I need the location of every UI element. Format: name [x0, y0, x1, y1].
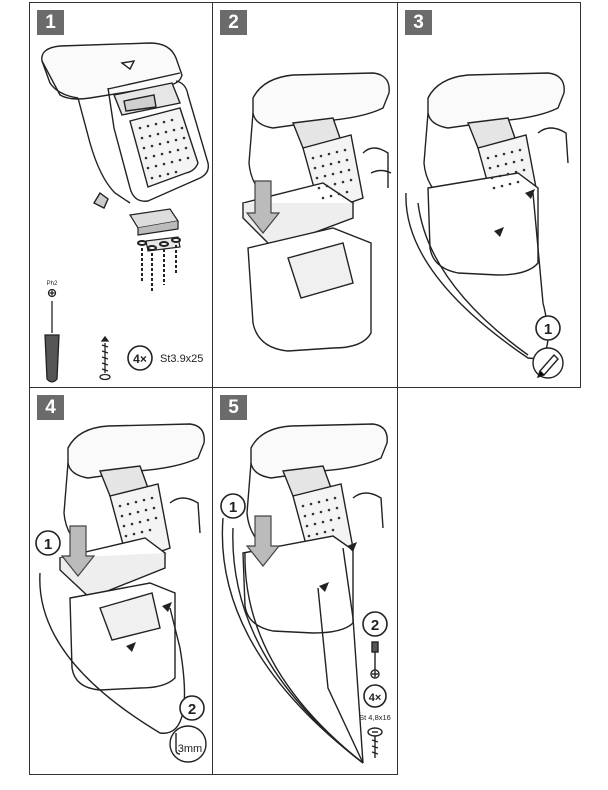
- marker-arrow-icon: [126, 602, 172, 652]
- screws: [137, 237, 181, 291]
- quantity-badge: 4×: [363, 684, 387, 708]
- armrest-illustration: [405, 72, 569, 360]
- armrest-illustration: [241, 72, 392, 352]
- perforation-dots: [486, 148, 526, 190]
- bolt-icon: [370, 641, 380, 679]
- screwdriver-label: Ph2: [47, 281, 58, 287]
- armrest-illustration: [41, 42, 210, 209]
- step-number-badge: 4: [37, 395, 64, 420]
- long-screw-icon: [99, 335, 111, 381]
- down-arrow-icon: [245, 180, 281, 234]
- svg-text:2: 2: [188, 701, 196, 718]
- step-number-badge: 5: [220, 395, 247, 420]
- marker-pen-icon: [532, 347, 564, 379]
- step-5-illustration: 1 2 4× St 4,8x16: [220, 423, 391, 764]
- svg-text:1: 1: [544, 321, 552, 338]
- step-panel-1: 1: [29, 2, 213, 388]
- step-panel-2: 2: [212, 2, 398, 388]
- callout-circle: 2: [179, 695, 205, 721]
- screwdriver-icon: [44, 288, 60, 383]
- mounting-bracket: [129, 208, 181, 252]
- step-panel-5: 5: [212, 387, 398, 775]
- step-panel-3: 3 1: [397, 2, 581, 388]
- marker-arrow-icon: [319, 542, 357, 592]
- svg-text:1: 1: [229, 499, 237, 516]
- screw-icon: [367, 727, 383, 758]
- step-2-illustration: [241, 72, 392, 352]
- svg-text:1: 1: [44, 536, 52, 553]
- marker-arrow-icon: [494, 189, 535, 237]
- quantity-badge: 4×: [127, 345, 153, 371]
- callout-circle: 2: [362, 611, 388, 637]
- drill-size-label: 3mm: [178, 743, 202, 755]
- screw-size-label: St3.9x25: [160, 353, 203, 365]
- svg-text:4×: 4×: [133, 352, 147, 366]
- perforation-dots: [311, 148, 353, 200]
- svg-text:4×: 4×: [369, 692, 382, 704]
- step-4-illustration: 1 2 3mm: [35, 423, 207, 763]
- step-number-badge: 1: [37, 10, 64, 35]
- callout-circle: 1: [35, 530, 61, 556]
- screw-size-label: St 4,8x16: [359, 713, 391, 722]
- step-number-badge: 3: [405, 10, 432, 35]
- svg-text:2: 2: [371, 617, 379, 634]
- down-arrow-icon: [245, 515, 281, 567]
- armrest-illustration: [221, 423, 388, 764]
- callout-circle: 1: [220, 493, 246, 519]
- callout-circle: 1: [535, 315, 561, 341]
- down-arrow-icon: [60, 525, 96, 577]
- perforation-dots: [301, 496, 341, 538]
- step-panel-4: 4: [29, 387, 213, 775]
- drill-bit-icon: [169, 725, 207, 763]
- step-3-illustration: 1: [405, 72, 569, 379]
- armrest-illustration: [39, 423, 205, 734]
- perforation-dots: [138, 118, 190, 180]
- step-1-illustration: Ph2 4× St3.9x25: [41, 42, 210, 383]
- step-number-badge: 2: [220, 10, 247, 35]
- perforation-dots: [118, 496, 158, 538]
